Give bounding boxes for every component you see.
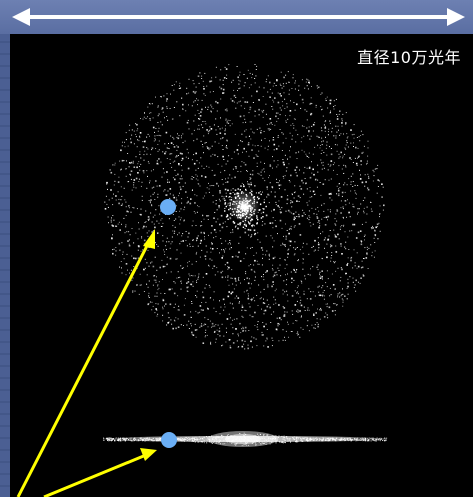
pointer-arrow-icon [16,229,155,497]
scale-double-arrow-icon [12,8,465,26]
sun-position-marker-edge-icon [161,432,177,448]
galaxy-core [228,190,260,222]
sun-position-marker-icon [160,199,176,215]
galaxy-face-on-view [104,64,385,350]
galaxy-edge-on-view [103,431,388,447]
pointer-arrow-edge-icon [43,448,157,497]
diagram-panel [10,34,473,497]
scale-caption: 直径10万光年 [357,48,461,67]
